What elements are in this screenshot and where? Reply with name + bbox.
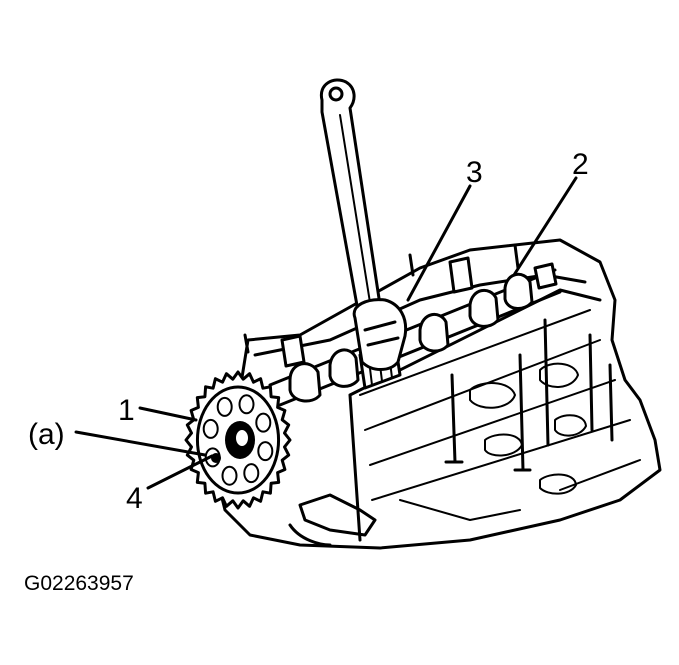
figure-id: G02263957 bbox=[24, 572, 134, 595]
sprocket-hub-center bbox=[236, 430, 248, 446]
wrench-jaw bbox=[352, 298, 408, 371]
cylinder-head-outline bbox=[213, 238, 662, 550]
head-lower-flange bbox=[288, 493, 377, 547]
camshaft bbox=[243, 243, 562, 407]
label-part-4: 4 bbox=[126, 482, 143, 515]
sprocket-knock-pin bbox=[211, 453, 221, 463]
leader-4 bbox=[146, 454, 214, 490]
head-ports bbox=[469, 362, 587, 495]
wrench-handle bbox=[319, 78, 384, 324]
cam-lobe-3 bbox=[418, 313, 450, 353]
cam-lobe-2 bbox=[328, 348, 360, 388]
cam-lobe-1 bbox=[288, 362, 322, 403]
timing-sprocket bbox=[184, 370, 292, 510]
wrench-hole bbox=[328, 86, 344, 102]
head-lower-detail bbox=[399, 459, 641, 521]
sprocket-lightening-hole bbox=[221, 465, 238, 486]
leader-3 bbox=[406, 184, 472, 302]
head-side-face bbox=[359, 309, 631, 501]
leader-2 bbox=[512, 176, 578, 277]
cam-lobe-4 bbox=[468, 288, 500, 328]
sprocket-inner-ring bbox=[195, 385, 281, 495]
head-front-face bbox=[348, 288, 602, 542]
wrench bbox=[319, 78, 408, 371]
head-bolts bbox=[444, 318, 614, 472]
label-part-1: 1 bbox=[118, 394, 135, 427]
leader-a bbox=[74, 430, 207, 457]
sprocket-lightening-hole bbox=[257, 441, 274, 462]
sprocket-lightening-hole bbox=[216, 396, 233, 417]
label-part-3: 3 bbox=[466, 156, 483, 189]
label-part-a: (a) bbox=[28, 418, 65, 451]
cam-post-studs bbox=[243, 243, 520, 354]
sprocket-lightening-hole bbox=[238, 394, 255, 415]
label-part-2: 2 bbox=[572, 148, 589, 181]
leader-lines bbox=[74, 176, 578, 490]
sprocket-lightening-hole bbox=[202, 418, 219, 439]
cylinder-head bbox=[213, 238, 662, 550]
wrench-jaw-opening bbox=[363, 320, 400, 347]
wrench-handle-groove bbox=[339, 114, 373, 316]
cam-posts bbox=[280, 256, 558, 368]
leader-1 bbox=[138, 406, 198, 422]
cam-lobe-5 bbox=[503, 272, 534, 310]
sprocket-lightening-hole bbox=[255, 412, 272, 433]
sprocket-lightening-hole bbox=[243, 463, 260, 484]
